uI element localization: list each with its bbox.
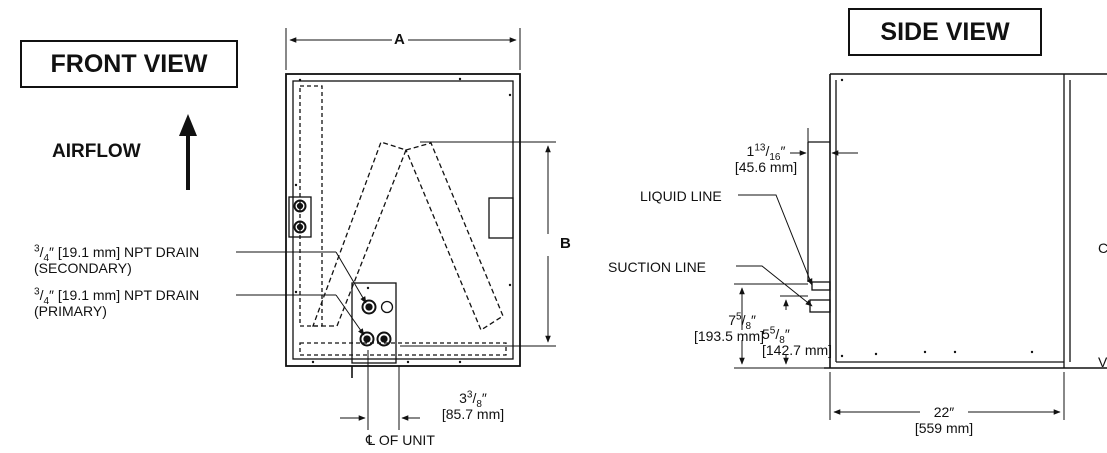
front-cabinet-inner — [292, 80, 514, 360]
drain-plug — [380, 300, 394, 314]
dim-a-label: A — [394, 31, 405, 48]
liquid-line-label: LIQUID LINE — [640, 188, 722, 204]
suction-line-label: SUCTION LINE — [608, 259, 707, 275]
depth-dimension-label: 22″ [559 mm] — [914, 404, 974, 436]
a-coil-dashed — [312, 141, 504, 331]
height-suction-label: 75/8″ [193.5 mm] — [693, 311, 764, 344]
front-left-baffle-dashed — [299, 85, 323, 327]
airflow-label: AIRFLOW — [52, 141, 141, 162]
front-drain-pan-dashed — [299, 342, 507, 356]
leader-liquid-line — [738, 194, 813, 286]
right-access-plate — [488, 197, 514, 239]
left-fitting-plate — [288, 196, 312, 238]
airflow-arrow-icon — [179, 114, 197, 190]
front-screws — [294, 77, 512, 364]
offset-dimension-label: 33/8″ [85.7 mm] — [441, 389, 505, 422]
drain-primary-fitting-a — [359, 331, 375, 347]
leader-suction-line — [736, 265, 813, 307]
centerline-label: ℄ OF UNIT — [366, 432, 435, 448]
flange-dimension-label: 113/16″ [45.6 mm] — [734, 142, 798, 175]
liquid-line-stub — [811, 281, 831, 291]
front-view-title: FRONT VIEW — [20, 40, 238, 88]
side-view-drawing — [734, 73, 1107, 420]
drain-secondary-fitting — [361, 299, 377, 315]
side-edge-letter-1: C — [1098, 240, 1107, 256]
suction-line-stub — [809, 299, 831, 313]
side-view-title: SIDE VIEW — [848, 8, 1042, 56]
front-cabinet-outline — [285, 73, 521, 367]
height-liquid-label: 55/8″ [142.7 mm] — [762, 325, 833, 358]
front-view-drawing — [236, 28, 556, 430]
a-coil-left-slab — [312, 141, 407, 327]
left-fitting-top — [293, 199, 307, 213]
dim-b-label: B — [560, 235, 571, 252]
drain-primary-label: 3/4″ [19.1 mm] NPT DRAIN (PRIMARY) — [34, 286, 200, 319]
drain-primary-fitting-b — [376, 331, 392, 347]
a-coil-right-slab — [405, 142, 504, 331]
drain-secondary-label: 3/4″ [19.1 mm] NPT DRAIN (SECONDARY) — [34, 243, 200, 276]
drain-panel — [351, 282, 397, 364]
side-screws — [840, 78, 1034, 358]
left-fitting-bottom — [293, 220, 307, 234]
side-edge-letter-2: V — [1098, 354, 1107, 370]
